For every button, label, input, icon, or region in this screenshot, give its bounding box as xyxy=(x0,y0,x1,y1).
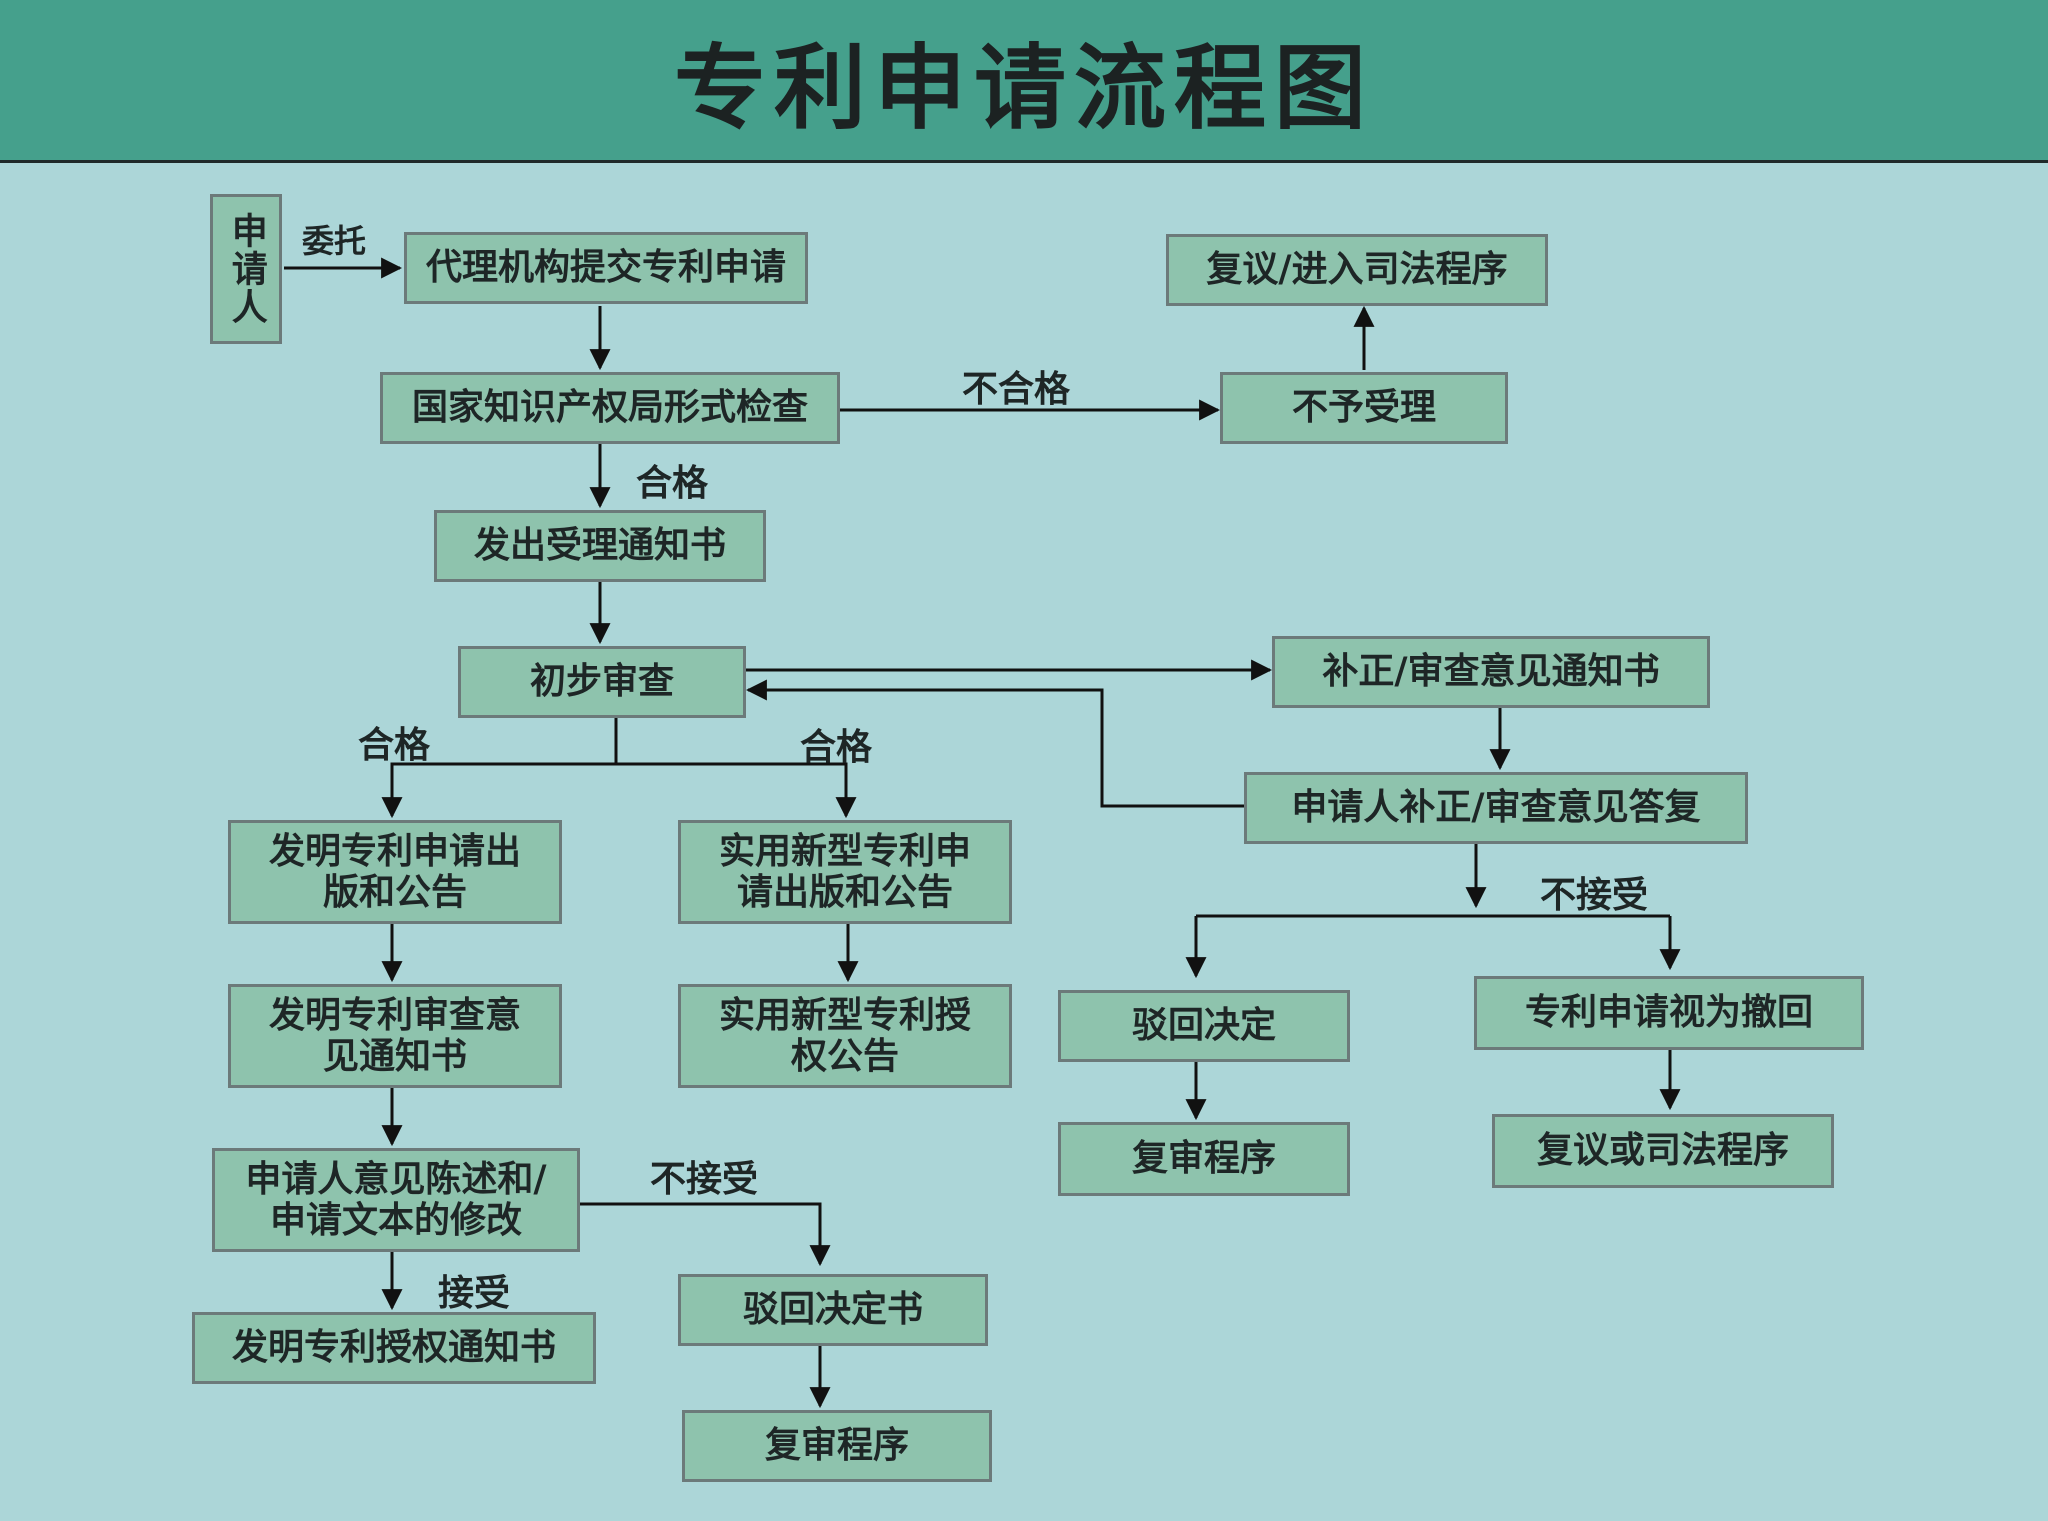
page-title: 专利申请流程图 xyxy=(673,33,1374,142)
arrow-branch-utility xyxy=(616,762,857,819)
node-applicant: 申请人 xyxy=(210,194,282,344)
node-rejection-decision: 驳回决定 xyxy=(1058,990,1350,1062)
label-accept: 接受 xyxy=(438,1272,511,1314)
label-qualified-right: 合格 xyxy=(800,726,873,768)
node-utility-grant: 实用新型专利授权公告 xyxy=(678,984,1012,1088)
label-entrust: 委托 xyxy=(302,222,367,260)
node-formal-exam: 国家知识产权局形式检查 xyxy=(380,372,840,444)
label-not-accept-right: 不接受 xyxy=(1540,874,1649,916)
node-review-judicial: 复议/进入司法程序 xyxy=(1166,234,1548,306)
node-applicant-statement: 申请人意见陈述和/申请文本的修改 xyxy=(212,1148,580,1252)
label-qualified-left: 合格 xyxy=(358,724,431,766)
arrow-branch-invention xyxy=(381,762,616,819)
arrow-statement-rejection xyxy=(580,1202,831,1267)
node-invention-publish: 发明专利申请出版和公告 xyxy=(228,820,562,924)
label-qualified-1: 合格 xyxy=(636,462,709,504)
node-preliminary-exam: 初步审查 xyxy=(458,646,746,718)
node-not-accepted: 不予受理 xyxy=(1220,372,1508,444)
node-review-or-judicial: 复议或司法程序 xyxy=(1492,1114,1834,1188)
header-bar: 专利申请流程图 xyxy=(0,0,2048,163)
node-reexam-right: 复审程序 xyxy=(1058,1122,1350,1196)
label-unqualified: 不合格 xyxy=(962,368,1071,410)
node-agency-submit: 代理机构提交专利申请 xyxy=(404,232,808,304)
node-rejection-letter: 驳回决定书 xyxy=(678,1274,988,1346)
node-applicant-reply: 申请人补正/审查意见答复 xyxy=(1244,772,1748,844)
node-utility-publish: 实用新型专利申请出版和公告 xyxy=(678,820,1012,924)
label-not-accept-left: 不接受 xyxy=(650,1158,759,1200)
node-invention-exam-notice: 发明专利审查意见通知书 xyxy=(228,984,562,1088)
node-deemed-withdrawn: 专利申请视为撤回 xyxy=(1474,976,1864,1050)
arrow-reply-preliminary xyxy=(745,679,1244,808)
node-reexam-bottom: 复审程序 xyxy=(682,1410,992,1482)
node-correction-notice: 补正/审查意见通知书 xyxy=(1272,636,1710,708)
node-invention-grant: 发明专利授权通知书 xyxy=(192,1312,596,1384)
node-acceptance-notice: 发出受理通知书 xyxy=(434,510,766,582)
